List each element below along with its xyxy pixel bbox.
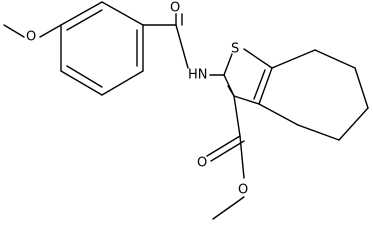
bond bbox=[223, 53, 233, 76]
methoxy-group bbox=[3, 24, 62, 38]
amide-group bbox=[142, 13, 225, 76]
bond bbox=[354, 67, 369, 109]
bond bbox=[66, 9, 103, 31]
bond bbox=[239, 135, 245, 179]
ester-oxygen-label: O bbox=[238, 183, 248, 198]
methoxy-oxygen-label: O bbox=[26, 30, 36, 45]
bond bbox=[271, 49, 316, 69]
molecule-structure: O O HN S O O bbox=[3, 1, 369, 220]
amide-nitrogen-label: HN bbox=[188, 68, 208, 83]
bond bbox=[175, 24, 189, 69]
bond bbox=[212, 196, 245, 220]
bond bbox=[101, 70, 144, 96]
ester-carbonyl-oxygen-label: O bbox=[197, 156, 207, 171]
bond bbox=[233, 95, 241, 137]
molecule-canvas: O O HN S O O bbox=[3, 1, 369, 220]
amide-carbonyl-oxygen-label: O bbox=[170, 1, 180, 16]
bond bbox=[297, 124, 340, 141]
bond bbox=[227, 85, 235, 97]
cyclohexene-ring bbox=[258, 49, 369, 141]
bond bbox=[258, 67, 273, 105]
atom-labels: O O HN S O O bbox=[26, 1, 248, 198]
bond bbox=[60, 70, 103, 96]
bond bbox=[253, 69, 266, 100]
thiophene-ring bbox=[223, 48, 273, 105]
bond bbox=[60, 1, 103, 26]
bond bbox=[233, 95, 260, 105]
benzene-ring bbox=[60, 1, 144, 96]
bond bbox=[210, 140, 245, 162]
sulfur-label: S bbox=[231, 42, 239, 57]
ester-group bbox=[206, 95, 245, 220]
bond bbox=[66, 65, 103, 88]
bond bbox=[258, 103, 299, 126]
bond bbox=[101, 1, 144, 26]
bond bbox=[206, 135, 241, 157]
bond bbox=[3, 24, 25, 38]
bond bbox=[314, 49, 356, 69]
bond bbox=[39, 24, 62, 38]
bond bbox=[243, 48, 273, 69]
bond bbox=[338, 107, 369, 141]
